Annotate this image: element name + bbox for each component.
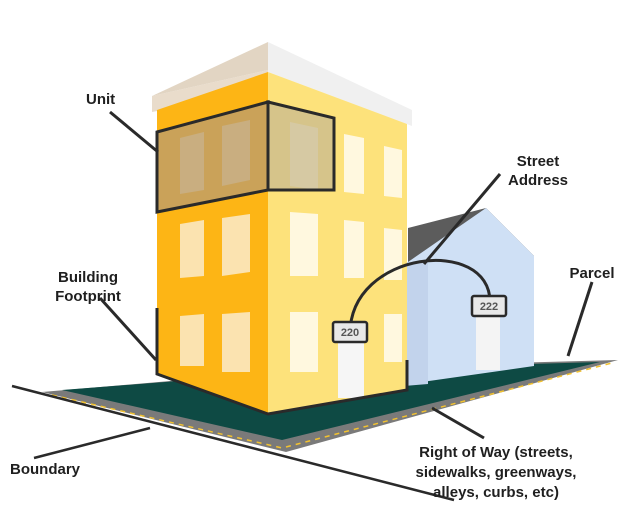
right-of-way-label-line3: alleys, curbs, etc) (433, 484, 559, 501)
street-address-label-line1: Street (517, 153, 560, 170)
right-of-way-label-line2: sidewalks, greenways, (416, 464, 577, 481)
parcel-label: Parcel (569, 265, 614, 282)
boundary-label: Boundary (10, 461, 81, 478)
address-220-text: 220 (341, 327, 359, 339)
unit-label: Unit (86, 91, 115, 108)
house-front-wall (408, 208, 534, 384)
house-door (476, 316, 500, 370)
boundary-line (11, 384, 455, 502)
building-footprint-label-line1: Building (58, 269, 118, 286)
boundary-leader-line (33, 426, 151, 460)
parcel-leader-line (566, 281, 594, 357)
building-roof-top (152, 42, 268, 96)
road-dashes-right (285, 362, 613, 448)
right-of-way-label-line1: Right of Way (streets, (419, 444, 573, 461)
address-plate-222: 222 (470, 294, 508, 318)
street-address-arc (348, 259, 492, 335)
building-door (338, 336, 364, 398)
street-address-leader-line (422, 173, 502, 265)
address-222-text: 222 (480, 301, 498, 313)
building-footprint-outline (155, 308, 409, 416)
address-plate-220: 220 (331, 320, 369, 344)
unit-leader-line (109, 110, 159, 154)
street-address-label-line2: Address (508, 172, 568, 189)
house-side-wall (404, 262, 428, 386)
unit-highlight-side (266, 100, 336, 192)
right-of-way-leader-line (431, 406, 485, 440)
building-footprint-label-line2: Footprint (55, 288, 121, 305)
building-roof-front (152, 70, 268, 112)
building-roof-side (268, 42, 412, 126)
building-footprint-leader-line (98, 296, 158, 362)
